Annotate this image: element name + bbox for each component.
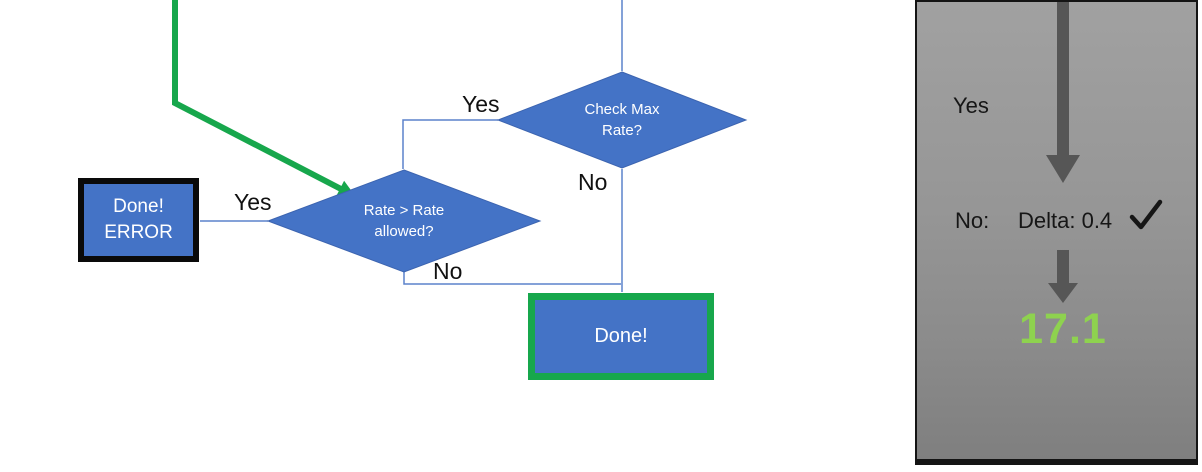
green-flow-arrow-line bbox=[172, 0, 343, 192]
down-arrow-bottom-head-icon bbox=[1048, 283, 1078, 303]
connector-rate-no-to-done bbox=[403, 271, 621, 285]
check-icon bbox=[1129, 199, 1163, 236]
down-arrow-top-shaft bbox=[1057, 2, 1069, 155]
check-max-no-label: No bbox=[578, 169, 608, 195]
check-max-yes-label: Yes bbox=[462, 91, 500, 117]
panel-no-label: No: bbox=[955, 208, 990, 233]
rate-allowed-no-label: No bbox=[433, 258, 463, 284]
down-arrow-top-head-icon bbox=[1046, 155, 1080, 183]
decision-rate-allowed-label: Rate > Rate allowed? bbox=[363, 202, 445, 240]
down-arrow-bottom-shaft bbox=[1057, 250, 1069, 283]
decision-check-max-rate-label: Check Max Rate? bbox=[584, 101, 660, 139]
decision-check-max-rate-shape bbox=[496, 71, 748, 169]
done-box-label: Done! bbox=[594, 325, 648, 347]
result-value: 17.1 bbox=[1019, 305, 1107, 353]
done-error-line1: Done! bbox=[113, 196, 164, 218]
side-panel: Yes No: Delta: 0.4 17.1 bbox=[915, 0, 1198, 465]
decision-rate-allowed-shape bbox=[266, 169, 542, 273]
done-error-line2: ERROR bbox=[104, 222, 173, 243]
panel-yes-label: Yes bbox=[953, 93, 989, 118]
done-error-box: Done! ERROR bbox=[78, 178, 199, 262]
rate-allowed-yes-label: Yes bbox=[234, 189, 272, 215]
panel-delta-value: Delta: 0.4 bbox=[1018, 208, 1113, 233]
done-box: Done! bbox=[528, 293, 714, 380]
connector-check-max-yes-to-rate-diamond bbox=[402, 119, 498, 169]
